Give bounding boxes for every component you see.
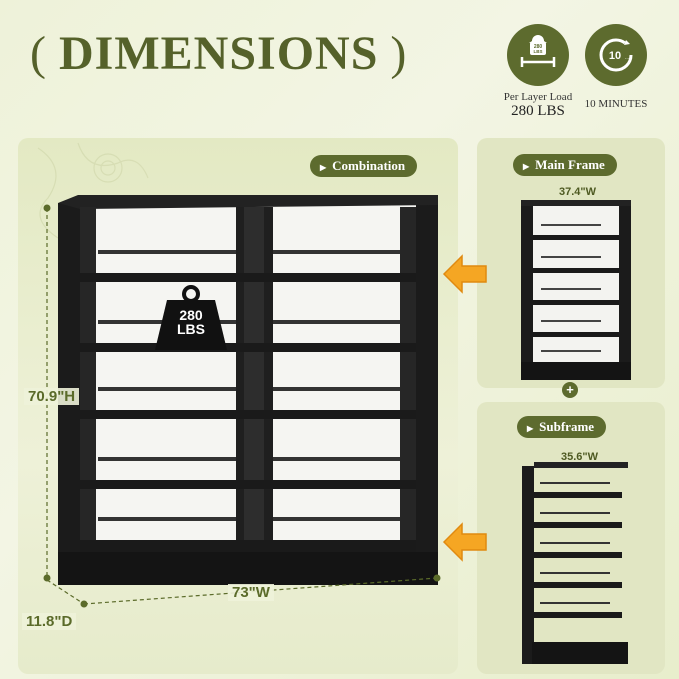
- svg-text:LBS: LBS: [534, 49, 543, 54]
- load-badge: 280 LBS Per Layer Load 280 LBS: [498, 24, 578, 120]
- title-text: DIMENSIONS: [58, 27, 379, 80]
- combination-shelf-image: [58, 195, 438, 585]
- main-frame-shelf-image: [521, 200, 631, 380]
- main-frame-label: ▶ Main Frame: [513, 154, 617, 176]
- load-caption-value: 280 LBS: [511, 103, 565, 119]
- timer-icon: 10 ...: [585, 24, 647, 86]
- svg-text:...: ...: [625, 55, 629, 61]
- plus-icon: +: [562, 382, 578, 398]
- svg-text:280: 280: [534, 44, 543, 50]
- width-label: 73"W: [228, 584, 274, 601]
- arrow-to-combination-top: [442, 254, 487, 294]
- height-label: 70.9"H: [24, 388, 80, 405]
- weight-bed-icon: 280 LBS: [507, 24, 569, 86]
- subframe-shelf-image: [522, 462, 628, 664]
- triangle-icon: ▶: [320, 162, 327, 172]
- subframe-panel: ▶ Subframe: [477, 402, 665, 674]
- depth-label: 11.8"D: [22, 613, 77, 630]
- arrow-to-combination-bottom: [442, 522, 487, 562]
- triangle-icon: ▶: [523, 161, 530, 171]
- floral-decoration: [37, 142, 149, 239]
- title-close-paren: ): [390, 27, 408, 80]
- subframe-label-text: Subframe: [539, 419, 595, 434]
- main-frame-label-text: Main Frame: [535, 157, 605, 172]
- assembly-time-caption: 10 MINUTES: [584, 98, 648, 110]
- assembly-time-badge: 10 ... 10 MINUTES: [576, 24, 656, 110]
- weight-unit: LBS: [177, 321, 205, 337]
- load-caption-label: Per Layer Load: [503, 91, 573, 103]
- svg-text:10: 10: [609, 50, 621, 62]
- weight-icon: 280 LBS: [153, 284, 229, 350]
- subframe-label: ▶ Subframe: [517, 416, 607, 438]
- combination-label: ▶ Combination: [310, 155, 418, 177]
- title-open-paren: (: [30, 27, 47, 80]
- page-title: (DIMENSIONS): [18, 26, 419, 81]
- main-frame-width-label: 37.4"W: [559, 186, 597, 198]
- triangle-icon: ▶: [527, 423, 534, 433]
- combination-label-text: Combination: [332, 158, 406, 173]
- subframe-width-label: 35.6"W: [561, 451, 599, 463]
- weight-value: 280: [179, 307, 203, 323]
